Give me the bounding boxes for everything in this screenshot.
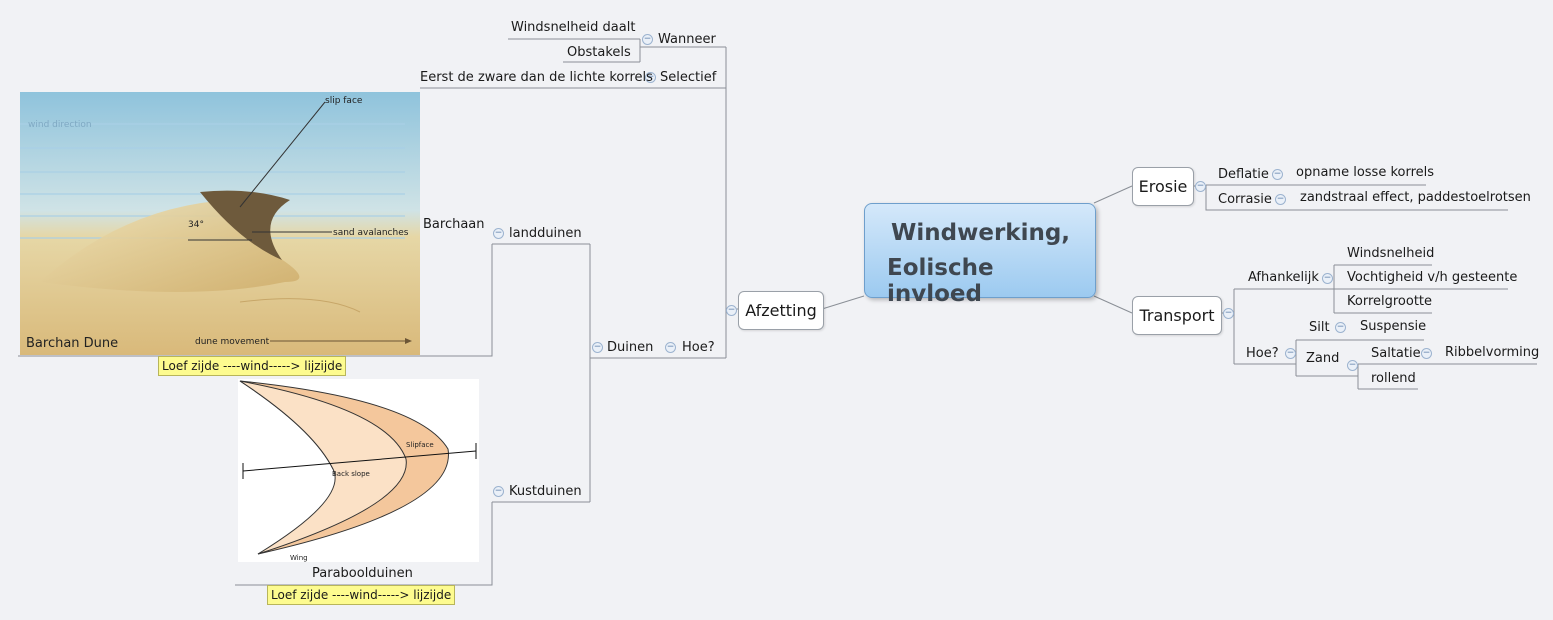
collapse-kustduinen-icon[interactable]: − [493, 486, 504, 497]
parabolic-dune-image: Slipface Back slope Wing [238, 379, 479, 562]
collapse-transport-icon[interactable]: − [1223, 308, 1234, 319]
transport-hoe-label[interactable]: Hoe? [1246, 346, 1279, 361]
slipface-label: Slipface [406, 441, 434, 449]
parabolic-illustration: Slipface Back slope Wing [239, 380, 477, 562]
erosie-node[interactable]: Erosie [1132, 167, 1194, 206]
windsnelheid-daalt-label[interactable]: Windsnelheid daalt [511, 20, 636, 35]
landduinen-label[interactable]: landduinen [509, 226, 582, 241]
angle-label: 34° [188, 220, 204, 230]
suspensie-label[interactable]: Suspensie [1360, 319, 1427, 334]
afzetting-node[interactable]: Afzetting [738, 291, 824, 330]
collapse-corrasie-icon[interactable]: − [1275, 194, 1286, 205]
landduinen-note[interactable]: Loef zijde ----wind-----> lijzijde [158, 356, 347, 376]
transport-label: Transport [1139, 306, 1215, 325]
deflatie-detail[interactable]: opname losse korrels [1296, 165, 1435, 180]
saltatie-label[interactable]: Saltatie [1371, 346, 1421, 361]
erosie-label: Erosie [1138, 177, 1188, 196]
rollend-label[interactable]: rollend [1371, 371, 1416, 386]
collapse-duinen-icon[interactable]: − [592, 342, 603, 353]
collapse-saltatie-icon[interactable]: − [1421, 348, 1432, 359]
back-slope-label: Back slope [332, 470, 370, 478]
afzetting-label: Afzetting [745, 301, 817, 320]
collapse-afzetting-hoe-icon[interactable]: − [665, 342, 676, 353]
corrasie-label[interactable]: Corrasie [1218, 192, 1272, 207]
paraboolduinen-label[interactable]: Paraboolduinen [312, 566, 413, 581]
ribbelvorming-label[interactable]: Ribbelvorming [1445, 345, 1540, 360]
kustduinen-label[interactable]: Kustduinen [509, 484, 582, 499]
collapse-wanneer-icon[interactable]: − [642, 34, 653, 45]
wing-label: Wing [290, 554, 308, 562]
barchan-title: Barchan Dune [26, 336, 118, 351]
barchan-dune-image: wind direction slip face sand avalanches… [20, 92, 420, 355]
selectief-detail[interactable]: Eerst de zware dan de lichte korrels [420, 70, 653, 85]
silt-label[interactable]: Silt [1309, 320, 1330, 335]
collapse-deflatie-icon[interactable]: − [1272, 169, 1283, 180]
dune-movement-label: dune movement [195, 337, 270, 347]
afhankelijk-item-korrelgrootte[interactable]: Korrelgrootte [1347, 294, 1433, 309]
collapse-erosie-icon[interactable]: − [1195, 181, 1206, 192]
slip-face-label: slip face [325, 96, 363, 106]
collapse-afhankelijk-icon[interactable]: − [1322, 273, 1333, 284]
collapse-transport-hoe-icon[interactable]: − [1285, 348, 1296, 359]
zand-label: Zand [1306, 350, 1340, 366]
duinen-label[interactable]: Duinen [607, 340, 654, 355]
central-topic[interactable]: Windwerking, Eolische invloed [864, 203, 1096, 307]
collapse-selectief-icon[interactable]: − [645, 72, 656, 83]
wanneer-label[interactable]: Wanneer [658, 32, 716, 47]
obstakels-label[interactable]: Obstakels [567, 45, 631, 60]
kustduinen-note[interactable]: Loef zijde ----wind-----> lijzijde [267, 585, 456, 605]
deflatie-label[interactable]: Deflatie [1218, 167, 1269, 182]
zand-node[interactable]: Zand [1296, 340, 1358, 376]
sand-avalanches-label: sand avalanches [333, 228, 409, 238]
afhankelijk-label[interactable]: Afhankelijk [1248, 270, 1319, 285]
corrasie-detail[interactable]: zandstraal effect, paddestoelrotsen [1300, 190, 1531, 205]
barchaan-label[interactable]: Barchaan [423, 217, 485, 232]
transport-node[interactable]: Transport [1132, 296, 1222, 335]
selectief-label[interactable]: Selectief [660, 70, 717, 85]
central-title-line1: Windwerking, [891, 220, 1071, 246]
collapse-afzetting-icon[interactable]: − [726, 305, 737, 316]
barchan-illustration: wind direction slip face sand avalanches… [20, 92, 420, 355]
central-title-line2: Eolische invloed [887, 255, 994, 307]
collapse-landduinen-icon[interactable]: − [493, 228, 504, 239]
wind-direction-label: wind direction [28, 120, 92, 130]
afhankelijk-item-windsnelheid[interactable]: Windsnelheid [1347, 246, 1435, 261]
afhankelijk-item-vochtigheid[interactable]: Vochtigheid v/h gesteente [1347, 270, 1518, 285]
collapse-silt-icon[interactable]: − [1335, 322, 1346, 333]
afzetting-hoe-label[interactable]: Hoe? [682, 340, 715, 355]
collapse-zand-icon[interactable]: − [1347, 360, 1358, 371]
